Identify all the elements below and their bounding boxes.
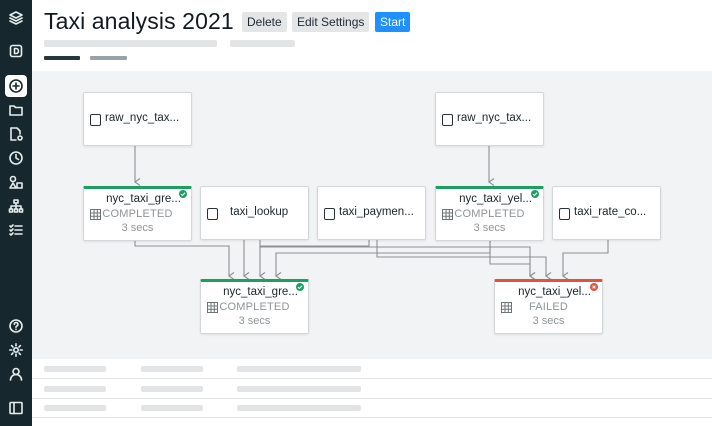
edit-settings-button[interactable]: Edit Settings — [292, 12, 370, 32]
row-divider — [32, 417, 712, 418]
node-status: FAILED — [528, 301, 569, 313]
node-label: raw_nyc_tax... — [105, 112, 180, 124]
row-placeholder — [141, 405, 203, 411]
pipeline-edges — [134, 146, 609, 280]
job-node-nyc-taxi-yellow[interactable]: nyc_taxi_yel... COMPLETED 3 secs — [435, 186, 544, 241]
source-node-taxi-payment[interactable]: taxi_paymen... — [317, 186, 426, 240]
settings-gear-icon[interactable] — [5, 339, 27, 361]
table-icon — [559, 208, 570, 220]
row-placeholder — [237, 366, 361, 372]
grid-table-icon — [207, 302, 218, 313]
checklist-icon[interactable] — [5, 219, 27, 241]
row-placeholder — [141, 386, 203, 392]
history-clock-icon[interactable] — [5, 147, 27, 169]
user-icon[interactable] — [5, 363, 27, 385]
node-status: COMPLETED — [454, 208, 525, 220]
row-divider — [32, 378, 712, 379]
add-circle-icon[interactable] — [5, 75, 27, 97]
error-x-icon — [590, 283, 598, 291]
dashboard-d-icon[interactable] — [5, 40, 27, 62]
row-placeholder — [141, 366, 203, 372]
row-placeholder — [44, 366, 106, 372]
tab-active[interactable] — [44, 56, 80, 60]
table-icon — [324, 208, 335, 220]
edge-rate-yellow-out — [562, 240, 609, 280]
node-label: taxi_lookup — [230, 206, 289, 218]
node-duration: 3 secs — [473, 222, 506, 234]
subtitle-placeholder — [44, 40, 217, 47]
row-placeholder — [44, 405, 106, 411]
tab-inactive[interactable] — [90, 56, 127, 60]
file-settings-icon[interactable] — [5, 123, 27, 145]
node-duration: 3 secs — [238, 315, 271, 327]
edge-payment-yellow-out — [376, 240, 552, 280]
node-duration: 3 secs — [121, 222, 154, 234]
help-icon[interactable] — [5, 315, 27, 337]
sidebar — [0, 0, 32, 426]
node-duration: 3 secs — [532, 315, 565, 327]
node-status: COMPLETED — [102, 208, 173, 220]
start-button[interactable]: Start — [375, 12, 411, 32]
success-check-icon — [296, 283, 304, 291]
source-node-raw-nyc-taxi-2[interactable]: raw_nyc_tax... — [435, 92, 544, 146]
job-node-nyc-taxi-green[interactable]: nyc_taxi_gre... COMPLETED 3 secs — [83, 186, 192, 241]
node-label: nyc_taxi_yel... — [518, 286, 591, 298]
source-node-taxi-lookup[interactable]: taxi_lookup — [200, 186, 309, 240]
edge-yellow-job-yellow-out — [489, 240, 536, 280]
edge-lookup-yellow-out — [259, 240, 536, 280]
node-label: nyc_taxi_gre... — [106, 193, 181, 205]
grid-table-icon — [90, 209, 101, 220]
edge-yellow-job-green-out — [275, 240, 491, 280]
row-divider — [32, 398, 712, 399]
grid-table-icon — [442, 209, 453, 220]
sidebar-toggle-icon[interactable] — [5, 397, 27, 419]
source-node-raw-nyc-taxi-1[interactable]: raw_nyc_tax... — [83, 92, 192, 146]
source-node-taxi-rate-code[interactable]: taxi_rate_co... — [552, 186, 661, 240]
grid-table-icon — [501, 302, 512, 313]
node-status: COMPLETED — [219, 301, 290, 313]
node-label: taxi_paymen... — [339, 206, 414, 218]
edge-green-job-green-out — [134, 240, 235, 280]
shapes-icon[interactable] — [5, 171, 27, 193]
logo-layers-icon[interactable] — [5, 7, 27, 29]
output-node-nyc-taxi-green[interactable]: nyc_taxi_gre... COMPLETED 3 secs — [200, 279, 309, 334]
node-label: nyc_taxi_yel... — [459, 193, 532, 205]
page-title: Taxi analysis 2021 — [44, 8, 234, 34]
node-label: taxi_rate_co... — [574, 206, 647, 218]
edge-payment-green-out — [259, 240, 370, 280]
folder-icon[interactable] — [5, 99, 27, 121]
node-label: nyc_taxi_gre... — [223, 286, 298, 298]
row-placeholder — [44, 386, 106, 392]
pipeline-canvas[interactable]: raw_nyc_tax... raw_nyc_tax... nyc_taxi_g… — [32, 71, 712, 359]
row-placeholder — [237, 386, 361, 392]
table-icon — [207, 208, 218, 220]
success-check-icon — [531, 190, 539, 198]
output-node-nyc-taxi-yellow[interactable]: nyc_taxi_yel... FAILED 3 secs — [494, 279, 603, 334]
node-label: raw_nyc_tax... — [457, 112, 532, 124]
delete-button[interactable]: Delete — [242, 12, 287, 32]
meta-placeholder — [230, 40, 295, 47]
row-placeholder — [237, 405, 361, 411]
table-icon — [90, 114, 101, 126]
success-check-icon — [179, 190, 187, 198]
table-icon — [442, 114, 453, 126]
hierarchy-icon[interactable] — [5, 195, 27, 217]
